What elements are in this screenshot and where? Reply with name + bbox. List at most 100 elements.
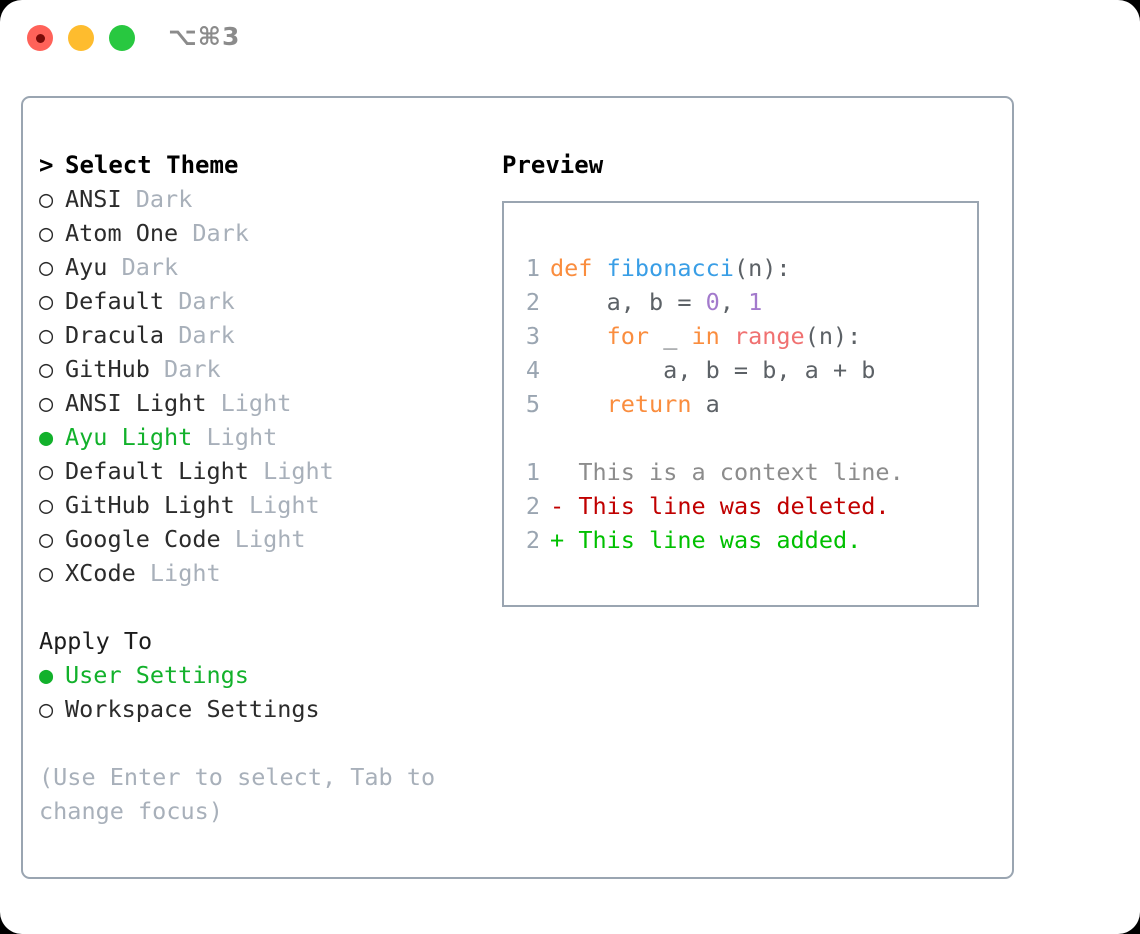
apply-to-item[interactable]: ○Workspace Settings [39, 692, 489, 726]
theme-name: Atom One [65, 219, 179, 247]
diff-line: 2- This line was deleted. [514, 489, 971, 523]
radio-unselected-icon: ○ [39, 287, 54, 315]
diff-sign-separator [564, 458, 578, 486]
apply-to-list: ● User Settings ○Workspace Settings [39, 658, 489, 726]
code-token: (n): [733, 254, 791, 282]
code-line: 3 for _ in range(n): [514, 319, 971, 353]
theme-list-item[interactable]: ○ ANSI Dark [39, 182, 489, 216]
diff-sign: + [550, 526, 565, 554]
code-token [592, 254, 606, 282]
code-token: fibonacci [606, 254, 734, 282]
radio-selected-icon: ● [39, 423, 54, 451]
code-token: 0 [705, 288, 720, 316]
maximize-button[interactable] [109, 25, 135, 51]
theme-name: ANSI [65, 185, 122, 213]
theme-list-item[interactable]: ○Default Light Light [39, 454, 489, 488]
radio-unselected-icon: ○ [39, 491, 54, 519]
theme-variant-badge: Light [263, 457, 334, 485]
select-theme-header: >Select Theme [39, 148, 489, 182]
radio-unselected-icon: ○ [39, 219, 54, 247]
theme-name: Default [65, 287, 165, 315]
theme-name-separator [122, 185, 136, 213]
code-token: , [719, 288, 749, 316]
theme-name: Ayu Light [65, 423, 193, 451]
code-token [550, 390, 607, 418]
diff-line-text: This line was added. [578, 526, 862, 554]
theme-list-item[interactable]: ○GitHub Dark [39, 352, 489, 386]
theme-variant-badge: Dark [178, 321, 235, 349]
theme-name-separator [221, 525, 235, 553]
theme-list-item[interactable]: ○ Ayu Dark [39, 250, 489, 284]
theme-name: GitHub [65, 355, 150, 383]
theme-variant-badge: Dark [135, 185, 193, 213]
minimize-button[interactable] [68, 25, 94, 51]
apply-to-title: Apply To [39, 624, 489, 658]
apply-to-title-label: Apply To [39, 627, 153, 655]
diff-line: 1 This is a context line. [514, 455, 971, 489]
radio-unselected-icon: ○ [39, 695, 54, 723]
theme-list-item[interactable]: ○GitHub Light Light [39, 488, 489, 522]
close-button[interactable] [27, 25, 53, 51]
theme-name-separator [206, 389, 220, 417]
theme-selection-panel: >Select Theme ○ANSI Dark○Atom One Dark○A… [39, 148, 489, 828]
theme-list-item[interactable]: ○Dracula Dark [39, 318, 489, 352]
code-token: a, b = [550, 288, 706, 316]
radio-unselected-icon: ○ [39, 253, 54, 281]
theme-list-item[interactable]: ○XCode Light [39, 556, 489, 590]
theme-list-item[interactable]: ● Ayu Light Light [39, 420, 489, 454]
code-line-number: 1 [525, 254, 540, 282]
theme-list-item[interactable]: ○Atom One Dark [39, 216, 489, 250]
code-line-number: 3 [525, 322, 540, 350]
code-token: return [606, 390, 692, 418]
diff-line-text: This line was deleted. [578, 492, 890, 520]
theme-name: ANSI Light [65, 389, 207, 417]
diff-sign: - [550, 492, 565, 520]
theme-variant-badge: Light [220, 389, 292, 417]
theme-name: Google Code [65, 525, 221, 553]
theme-name-separator [249, 457, 263, 485]
diff-line-text: This is a context line. [578, 458, 904, 486]
code-line: 4 a, b = b, a + b [514, 353, 971, 387]
code-token: _ [649, 322, 692, 350]
diff-sample: 1 This is a context line.2- This line wa… [514, 455, 971, 557]
code-token: range [733, 322, 805, 350]
theme-name: GitHub Light [65, 491, 235, 519]
apply-to-item[interactable]: ● User Settings [39, 658, 489, 692]
diff-sign-separator [564, 526, 578, 554]
theme-variant-badge: Dark [164, 355, 221, 383]
theme-list-item[interactable]: ○ Default Dark [39, 284, 489, 318]
radio-unselected-icon: ○ [39, 185, 54, 213]
theme-variant-badge: Dark [121, 253, 179, 281]
theme-name: XCode [65, 559, 136, 587]
theme-list-item[interactable]: ○ Google Code Light [39, 522, 489, 556]
title-bar: ⌥⌘3 [0, 0, 1140, 78]
code-token: for [606, 322, 650, 350]
code-line: 2 a, b = 0, 1 [514, 285, 971, 319]
radio-unselected-icon: ○ [39, 525, 54, 553]
list-spacer [39, 590, 489, 624]
apply-to-item-label: User Settings [65, 661, 249, 689]
theme-variant-badge: Light [234, 525, 306, 553]
theme-name-separator [164, 321, 178, 349]
code-token: in [691, 322, 720, 350]
theme-variant-badge: Dark [178, 287, 235, 315]
theme-list-item[interactable]: ○ANSI Light Light [39, 386, 489, 420]
code-token [720, 322, 734, 350]
diff-sign [550, 458, 564, 486]
radio-selected-icon: ● [39, 661, 54, 689]
code-token: def [550, 254, 593, 282]
code-line: 5 return a [514, 387, 971, 421]
select-theme-header-label: Select Theme [65, 151, 239, 179]
theme-variant-badge: Light [206, 423, 278, 451]
theme-name: Default Light [65, 457, 249, 485]
theme-name-separator [235, 491, 249, 519]
theme-name: Ayu [65, 253, 108, 281]
radio-unselected-icon: ○ [39, 559, 54, 587]
code-token [550, 322, 607, 350]
code-token: (n): [804, 322, 862, 350]
diff-line: 2+ This line was added. [514, 523, 971, 557]
